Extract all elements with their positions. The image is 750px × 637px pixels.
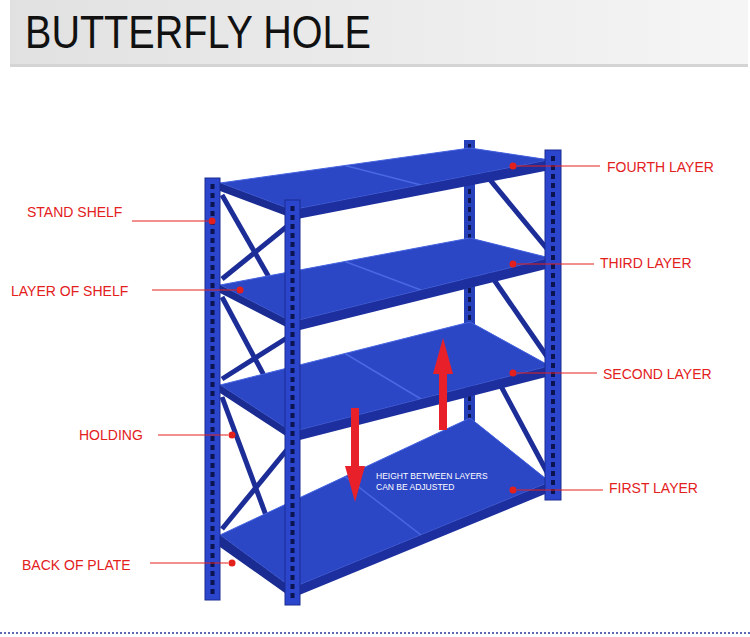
callout-label: LAYER OF SHELF [11, 283, 128, 299]
leader-line [150, 563, 228, 564]
side-beam [220, 183, 292, 218]
front-beam [292, 482, 550, 598]
front-beam [292, 366, 550, 442]
callout-label: FIRST LAYER [609, 480, 698, 496]
upright [285, 200, 300, 605]
leader-line [517, 264, 594, 265]
upright [205, 178, 220, 600]
arrow-head [433, 338, 453, 374]
leader-line [517, 490, 603, 491]
leaders [132, 166, 603, 563]
leader-dot [510, 370, 517, 377]
leader-dot [229, 560, 236, 567]
panel-seam [345, 166, 421, 186]
leader-dot [510, 163, 517, 170]
panel-seam [345, 262, 421, 291]
leader-dots [209, 163, 517, 567]
leader-line [152, 290, 236, 291]
annotation-text: HEIGHT BETWEEN LAYERS CAN BE ADJUSTED [376, 471, 494, 493]
leader-line [517, 166, 600, 167]
callout-label: HOLDING [79, 427, 143, 443]
leader-line [132, 221, 208, 222]
callout-label: BACK OF PLATE [22, 557, 131, 573]
leader-dot [510, 487, 517, 494]
leader-line [517, 373, 597, 374]
callout-label: STAND SHELF [27, 204, 122, 220]
callout-label: SECOND LAYER [603, 366, 712, 382]
side-beam [220, 285, 292, 330]
leader-line [158, 435, 228, 436]
upright [545, 150, 561, 500]
upright-holes [551, 156, 555, 496]
leader-dot [237, 287, 244, 294]
leader-dot [209, 218, 216, 225]
callout-label: FOURTH LAYER [607, 159, 714, 175]
band-shadow [10, 64, 748, 67]
side-beam [220, 535, 292, 598]
title-band [10, 0, 748, 64]
upright-holes [291, 206, 295, 600]
diagram-title: BUTTERFLY HOLE [25, 4, 371, 60]
side-beam [220, 385, 292, 440]
arrow-shaft [439, 372, 447, 430]
front-beam [292, 258, 550, 332]
callout-label: THIRD LAYER [600, 255, 692, 271]
shelf-levels [220, 148, 550, 598]
front-beam [292, 160, 550, 220]
leader-dot [510, 261, 517, 268]
brace [222, 224, 290, 279]
leader-dot [229, 432, 236, 439]
panel-seam [345, 354, 421, 400]
arrow-head [345, 466, 365, 502]
right-braces [472, 158, 548, 474]
bottom-rule [0, 632, 750, 634]
upright-holes [211, 184, 215, 596]
front-uprights [205, 150, 561, 605]
arrow-shaft [351, 408, 359, 468]
